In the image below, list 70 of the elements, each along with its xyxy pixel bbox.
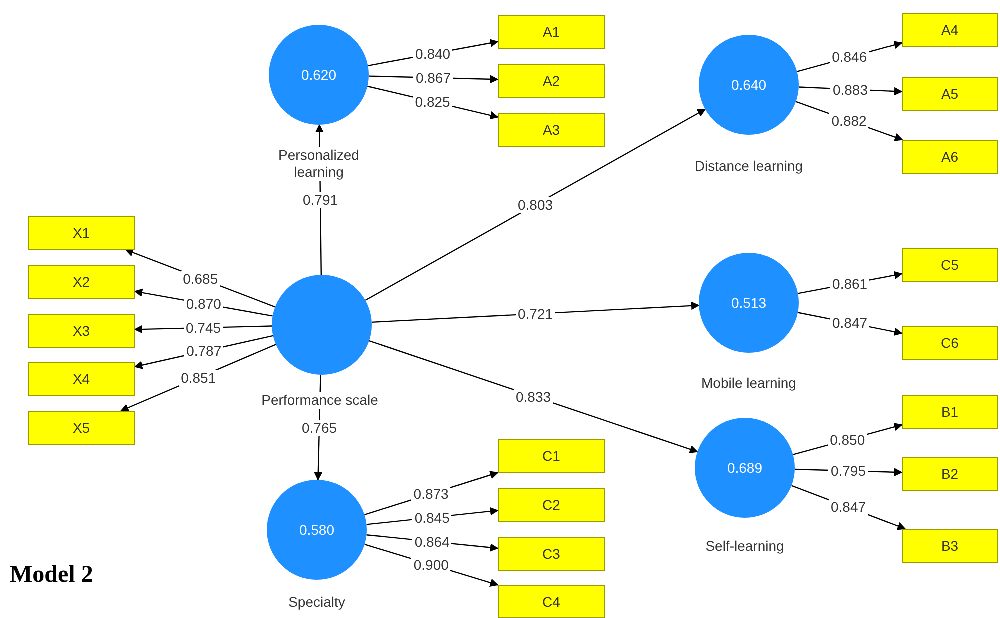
indicator-box <box>498 113 605 147</box>
indicator-label: A1 <box>542 24 560 40</box>
indicator-box <box>902 395 998 429</box>
indicator-box <box>28 362 135 396</box>
indicator-box <box>902 140 998 174</box>
edge-label: 0.846 <box>830 49 870 66</box>
indicator-box <box>498 488 605 522</box>
indicator-label: B3 <box>941 538 959 554</box>
construct-name: Specialty <box>286 594 348 611</box>
indicator-box <box>902 13 998 47</box>
indicator-label: C4 <box>542 594 560 610</box>
edge-label: 0.795 <box>828 463 868 480</box>
edge-label: 0.847 <box>829 499 868 516</box>
r-squared-value: 0.513 <box>731 295 767 311</box>
edge-label: 0.765 <box>300 420 340 436</box>
indicator-label: C3 <box>542 546 560 562</box>
indicator-label: A4 <box>941 22 959 38</box>
edge-label: 0.791 <box>300 192 340 208</box>
indicator-box <box>902 529 998 563</box>
r-squared-value: 0.640 <box>731 77 767 93</box>
r-squared-value: 0.689 <box>727 460 763 476</box>
edge-label: 0.900 <box>412 556 451 573</box>
indicator-label: C5 <box>941 257 959 273</box>
arrow <box>369 340 698 454</box>
indicator-box <box>28 216 135 250</box>
indicator-box <box>498 64 605 98</box>
construct-name: Self-learning <box>704 538 786 555</box>
indicator-label: X4 <box>72 371 90 387</box>
indicator-box <box>498 537 605 571</box>
edge-label: 0.851 <box>179 370 218 386</box>
edge-label: 0.825 <box>413 94 452 110</box>
edge-label: 0.685 <box>181 270 220 287</box>
indicator-label: A5 <box>941 86 959 102</box>
construct-name: Mobile learning <box>700 375 798 392</box>
r-squared-value: 0.580 <box>299 522 335 538</box>
indicator-box <box>902 326 998 360</box>
indicator-label: C2 <box>542 497 560 513</box>
indicator-label: C1 <box>542 448 560 464</box>
edge-label: 0.847 <box>830 315 870 332</box>
indicator-label: X2 <box>72 274 90 290</box>
arrow <box>365 108 706 302</box>
indicator-label: A6 <box>941 149 959 165</box>
indicator-box <box>28 314 135 348</box>
indicator-label: X3 <box>72 323 90 339</box>
edge-label: 0.882 <box>830 112 869 129</box>
construct-name: Performance scale <box>260 392 380 409</box>
indicator-label: A3 <box>542 122 560 138</box>
indicator-label: A2 <box>542 73 560 89</box>
indicator-box <box>498 439 605 473</box>
indicator-label: B2 <box>941 466 959 482</box>
indicator-box <box>902 77 998 111</box>
indicator-box <box>498 585 605 618</box>
indicator-label: X1 <box>72 225 90 241</box>
edge-label: 0.803 <box>516 197 556 213</box>
edge-label: 0.721 <box>516 306 556 322</box>
indicator-box <box>28 411 135 445</box>
r-squared-value: 0.620 <box>301 67 337 83</box>
edge-label: 0.850 <box>828 432 868 448</box>
edge-label: 0.787 <box>184 343 224 360</box>
indicator-box <box>28 265 135 299</box>
edge-label: 0.833 <box>514 388 554 404</box>
indicator-box <box>498 15 605 49</box>
model-title: Model 2 <box>10 562 94 589</box>
edge-label: 0.873 <box>412 486 451 502</box>
indicator-box <box>902 457 998 491</box>
indicator-box <box>902 248 998 282</box>
indicator-label: X5 <box>72 420 90 436</box>
indicator-label: C6 <box>941 335 959 351</box>
arrow <box>372 302 700 324</box>
indicator-label: B1 <box>941 404 959 420</box>
